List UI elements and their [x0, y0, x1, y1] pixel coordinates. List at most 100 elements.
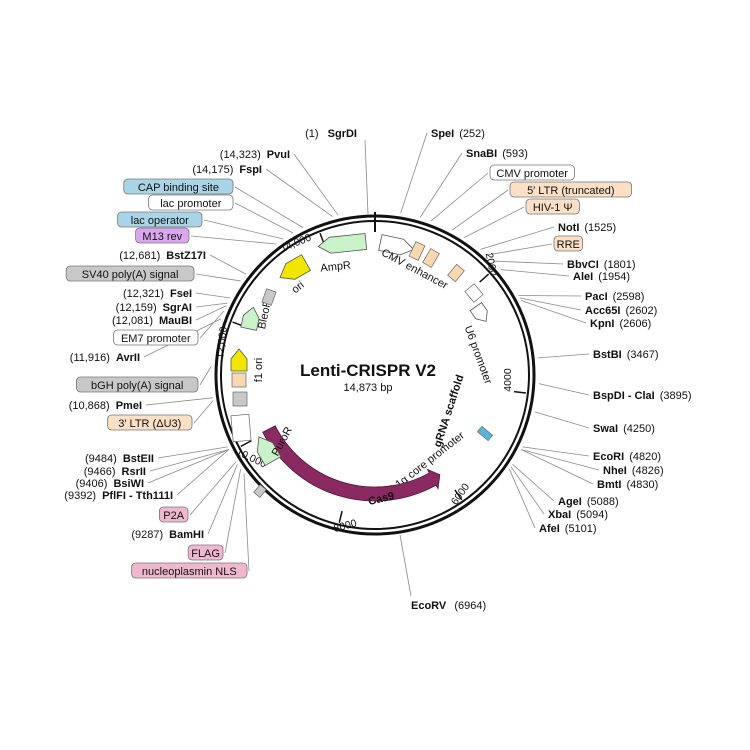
- feature-tag-3-ltr-u3: 3′ LTR (ΔU3): [107, 414, 193, 431]
- leader-line: [190, 235, 277, 245]
- svg-text:(9287)BamHI: (9287)BamHI: [131, 529, 204, 541]
- feature-tag-lac-promoter: lac promoter: [148, 194, 234, 211]
- scale-tick: [454, 489, 463, 501]
- feature-block: [230, 413, 252, 443]
- svg-text:(14,323)PvuI: (14,323)PvuI: [220, 149, 290, 161]
- site-label-pflfi-tth111i: (9392)PflFI - Tth111I: [64, 490, 173, 502]
- leader-line: [522, 446, 590, 457]
- leader-line: [147, 449, 230, 484]
- svg-text:SV40 poly(A) signal: SV40 poly(A) signal: [82, 269, 179, 281]
- feature-block: [253, 484, 267, 498]
- leader-line: [430, 172, 489, 222]
- leader-line: [195, 302, 228, 308]
- leader-line: [149, 449, 229, 472]
- leader-line: [199, 366, 212, 386]
- leader-line: [500, 269, 570, 277]
- site-label-ecorv: EcoRV (6964): [411, 600, 486, 612]
- feature-tag-hiv-1: HIV-1 Ψ: [525, 198, 580, 215]
- site-label-avrii: (11,916)AvrII: [70, 352, 140, 364]
- svg-text:AgeI(5088): AgeI(5088): [558, 496, 619, 508]
- leader-line: [224, 468, 242, 554]
- svg-text:(11,916)AvrII: (11,916)AvrII: [70, 352, 140, 364]
- feature-tag-p2a: P2A: [158, 506, 189, 523]
- svg-text:PacI(2598): PacI(2598): [585, 291, 644, 303]
- leader-line: [512, 464, 555, 502]
- feature-tag-sv40-poly-a-signal: SV40 poly(A) signal: [65, 265, 195, 282]
- svg-text:AfeI(5101): AfeI(5101): [539, 523, 597, 535]
- svg-text:(12,681)BstZ17I: (12,681)BstZ17I: [119, 250, 206, 262]
- feature-ori: ori: [279, 254, 312, 296]
- site-label-pmei: (10,868)PmeI: [69, 400, 142, 412]
- feature-tag-cap-binding-site: CAP binding site: [123, 178, 234, 195]
- leader-line: [207, 464, 238, 535]
- site-label-alei: AleI(1954): [573, 271, 630, 283]
- site-label-maubi: (12,081)MauBI: [112, 315, 192, 327]
- site-label-sgrdi: (1) SgrDI: [305, 128, 357, 140]
- site-label-ecori: EcoRI(4820): [593, 451, 661, 463]
- svg-text:(9466)RsrII: (9466)RsrII: [84, 466, 146, 478]
- feature-tag-nucleoplasmin-nls: nucleoplasmin NLS: [131, 562, 248, 579]
- feature-u6-promoter: U6 promoter: [462, 302, 494, 386]
- scale-tick: [338, 510, 343, 523]
- site-label-spei: SpeI(252): [431, 128, 485, 140]
- svg-text:(9392)PflFI - Tth111I: (9392)PflFI - Tth111I: [64, 490, 173, 502]
- site-label-bsiwi: (9406)BsiWI: [76, 478, 144, 490]
- feature-block: [232, 391, 248, 407]
- leader-line: [399, 534, 412, 597]
- feature-label: ori: [290, 279, 307, 296]
- svg-text:(14,175)FspI: (14,175)FspI: [192, 164, 262, 176]
- site-label-snabi: SnaBI(593): [466, 148, 528, 160]
- leader-line: [508, 468, 536, 529]
- svg-text:(1) SgrDI: (1) SgrDI: [305, 128, 357, 140]
- scale-tick: [479, 273, 490, 283]
- site-label-bstbi: BstBI(3467): [593, 349, 659, 361]
- svg-text:FLAG: FLAG: [191, 548, 220, 560]
- scale-label: 12,000: [214, 326, 230, 359]
- feature-tag-bgh-poly-a-signal: bGH poly(A) signal: [76, 376, 199, 393]
- svg-text:P2A: P2A: [163, 510, 184, 522]
- scale-label: 8000: [332, 517, 358, 535]
- leader-line: [176, 449, 230, 496]
- site-label-kpni: KpnI(2606): [590, 318, 651, 330]
- site-label-bmti: BmtI(4830): [597, 479, 658, 491]
- feature-block: [476, 425, 494, 442]
- leader-line: [534, 411, 590, 429]
- leader-line: [400, 132, 428, 214]
- svg-text:bGH poly(A) signal: bGH poly(A) signal: [91, 380, 183, 392]
- leader-line: [189, 461, 237, 516]
- svg-text:SpeI(252): SpeI(252): [431, 128, 485, 140]
- leader-line: [195, 292, 231, 299]
- svg-text:KpnI(2606): KpnI(2606): [590, 318, 651, 330]
- svg-text:CMV promoter: CMV promoter: [496, 168, 568, 180]
- leader-line: [145, 397, 213, 406]
- feature-ampr: AmpR: [317, 233, 368, 275]
- site-label-xbai: XbaI(5094): [548, 509, 608, 521]
- site-label-bstz17i: (12,681)BstZ17I: [119, 250, 206, 262]
- leader-line: [419, 152, 463, 218]
- feature-tag-5-ltr-truncated: 5′ LTR (truncated): [509, 181, 632, 198]
- feature-block: [231, 372, 247, 388]
- feature-f1-ori: f1 ori: [230, 348, 265, 382]
- svg-text:SwaI(4250): SwaI(4250): [593, 423, 655, 435]
- feature-tag-m13-rev: M13 rev: [135, 227, 190, 244]
- leader-line: [195, 273, 241, 282]
- leader-lines: [143, 132, 600, 597]
- site-label-rsrii: (9466)RsrII: [84, 466, 146, 478]
- site-label-fsei: (12,321)FseI: [123, 288, 192, 300]
- site-label-nhei: NheI(4826): [603, 465, 664, 477]
- svg-text:nucleoplasmin NLS: nucleoplasmin NLS: [142, 566, 237, 578]
- site-label-bsteii: (9484)BstEII: [85, 453, 154, 465]
- site-label-pvui: (14,323)PvuI: [220, 149, 290, 161]
- site-label-noti: NotI(1525): [558, 222, 616, 234]
- left-labels: (14,323)PvuI (14,175)FspI CAP binding site…: [64, 149, 290, 579]
- svg-text:BspDI - ClaI(3895): BspDI - ClaI(3895): [593, 390, 692, 402]
- site-label-bamhi: (9287)BamHI: [131, 529, 204, 541]
- site-label-swai: SwaI(4250): [593, 423, 655, 435]
- feature-block: [261, 288, 277, 306]
- scale-tick: [240, 440, 252, 448]
- site-label-fspi: (14,175)FspI: [192, 164, 262, 176]
- svg-text:AleI(1954): AleI(1954): [573, 271, 630, 283]
- svg-text:XbaI(5094): XbaI(5094): [548, 509, 608, 521]
- leader-line: [492, 260, 564, 265]
